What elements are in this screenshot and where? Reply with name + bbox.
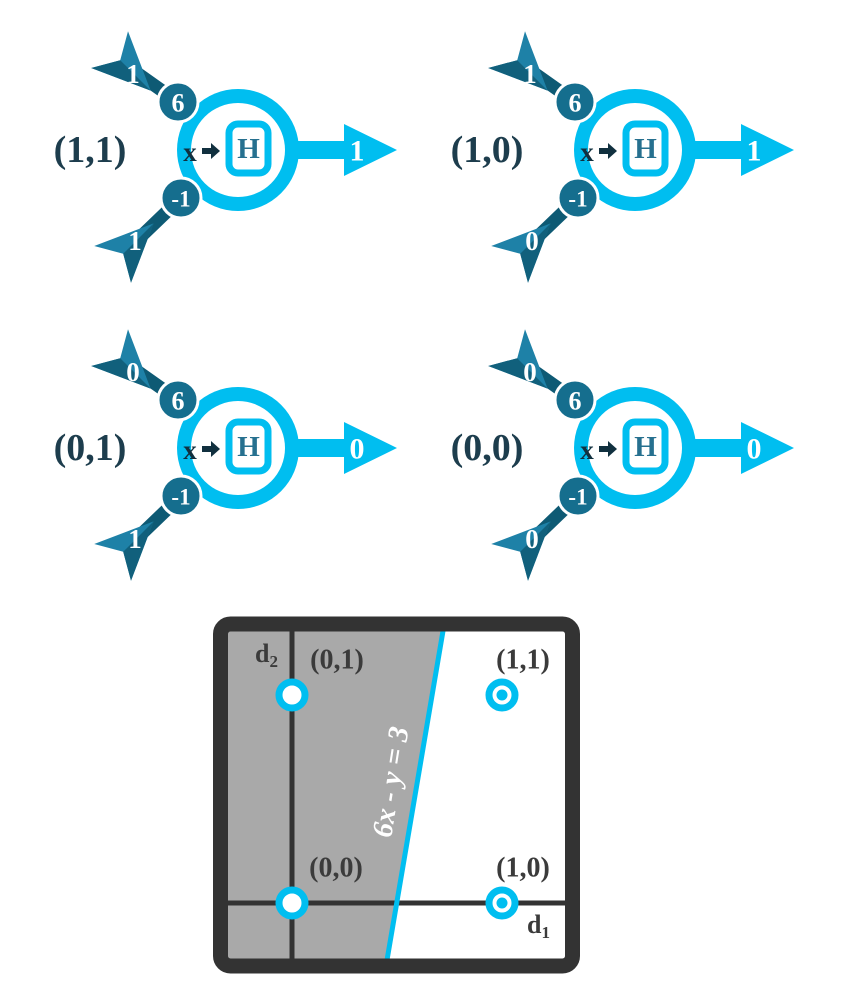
shaded-region [228, 631, 443, 966]
output-arrow-icon [296, 422, 397, 474]
input-value-bottom: 1 [128, 226, 142, 256]
activation-function-box [225, 418, 272, 475]
dart-body [91, 329, 151, 389]
signal-arrow-icon [202, 143, 220, 159]
dart-body [488, 329, 548, 389]
input-value-bottom: 0 [525, 226, 539, 256]
activation-function-label: H [237, 431, 260, 463]
weight-circle-bottom [159, 176, 203, 220]
signal-arrow-icon [599, 441, 617, 457]
plot-border [213, 616, 580, 974]
point-label-01: (0,1) [310, 645, 364, 676]
weight-value-top: 6 [569, 89, 582, 118]
dart-shadow [520, 521, 551, 581]
output-arrow-icon [693, 422, 794, 474]
signal-arrow-icon [599, 143, 617, 159]
input-arrow-bottom-icon [94, 223, 154, 283]
output-arrow-icon [693, 124, 794, 176]
axis-subscript: 1 [541, 923, 550, 942]
weight-value-bottom: -1 [171, 187, 190, 212]
dart-shadow [520, 223, 551, 283]
activation-input-label: x [183, 435, 197, 465]
input-arrow-top-icon [488, 329, 548, 389]
dart-shadow [91, 60, 151, 91]
activation-input-label: x [580, 435, 594, 465]
input-value-bottom: 1 [128, 524, 142, 554]
output-arrow-icon [296, 124, 397, 176]
point-label-11: (1,1) [496, 645, 550, 676]
dart-shadow [488, 60, 548, 91]
input-arrow-bottom-icon [491, 223, 551, 283]
axis-letter: d [255, 639, 270, 668]
dart-shadow [91, 358, 151, 389]
input-value-top: 1 [126, 59, 140, 89]
boundary-line [383, 630, 446, 967]
weight-value-bottom: -1 [171, 485, 190, 510]
activation-function-label: H [634, 133, 657, 165]
input-arrow-bottom-icon [94, 521, 154, 581]
axis-subscript: 2 [269, 652, 278, 671]
weight-value-top: 6 [172, 387, 185, 416]
activation-function-box [225, 120, 272, 177]
dart-shadow [488, 358, 548, 389]
case-label: (0,0) [451, 427, 524, 469]
weight-value-top: 6 [569, 387, 582, 416]
weight-value-bottom: -1 [568, 485, 587, 510]
axis-letter: d [527, 910, 542, 939]
neuron-unit-0: (1,1) 1 1 1 6 -1 x H [54, 31, 397, 283]
weight-circle-bottom [159, 474, 203, 518]
dart-body [94, 521, 154, 581]
output-value: 0 [747, 433, 762, 466]
input-value-top: 0 [523, 357, 537, 387]
dart-shadow [123, 521, 154, 581]
marker-dot-11 [496, 689, 508, 701]
decision-boundary-plot: 6x - y = 3 d2 d1 (0,1) (1,1) (0,0) (1,0) [213, 616, 580, 974]
case-label: (0,1) [54, 427, 127, 469]
activation-input-label: x [183, 137, 197, 167]
weight-circle-top [553, 80, 597, 124]
input-arrow-top-icon [91, 329, 151, 389]
activation-input-label: x [580, 137, 594, 167]
input-value-top: 1 [523, 59, 537, 89]
marker-dot-10 [496, 897, 508, 909]
weight-value-bottom: -1 [568, 187, 587, 212]
case-label: (1,0) [451, 129, 524, 171]
activation-function-label: H [634, 431, 657, 463]
input-arrow-top-icon [488, 31, 548, 91]
output-value: 1 [747, 135, 762, 168]
weight-circle-bottom [556, 176, 600, 220]
neuron-unit-2: (0,1) 0 1 0 6 -1 x H [54, 329, 397, 581]
neuron-unit-1: (1,0) 1 0 1 6 -1 x H [451, 31, 794, 283]
weight-value-top: 6 [172, 89, 185, 118]
weight-circle-top [156, 378, 200, 422]
output-value: 0 [350, 433, 365, 466]
marker-open-01 [275, 678, 309, 712]
activation-function-box [622, 418, 669, 475]
dart-body [488, 31, 548, 91]
axis-d1-label: d1 [527, 910, 550, 942]
activation-function-label: H [237, 133, 260, 165]
weight-circle-top [553, 378, 597, 422]
point-label-00: (0,0) [309, 853, 363, 884]
axis-d2-label: d2 [255, 639, 278, 671]
activation-function-box [622, 120, 669, 177]
input-value-bottom: 0 [525, 524, 539, 554]
input-arrow-top-icon [91, 31, 151, 91]
dart-shadow [123, 223, 154, 283]
weight-circle-bottom [556, 474, 600, 518]
point-label-10: (1,0) [496, 853, 550, 884]
input-arrow-bottom-icon [491, 521, 551, 581]
output-value: 1 [350, 135, 365, 168]
case-label: (1,1) [54, 129, 127, 171]
marker-open-00 [275, 886, 309, 920]
signal-arrow-icon [202, 441, 220, 457]
input-value-top: 0 [126, 357, 140, 387]
weight-circle-top [156, 80, 200, 124]
neuron-unit-3: (0,0) 0 0 0 6 -1 x H [451, 329, 794, 581]
